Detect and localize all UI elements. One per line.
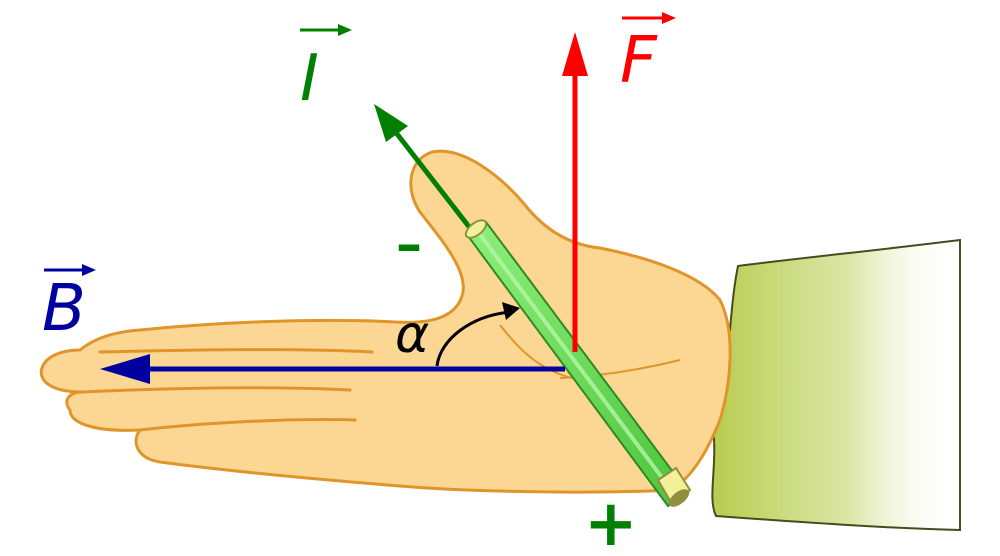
current-arrow-shaft xyxy=(392,128,472,230)
angle-arc xyxy=(435,310,511,367)
finger-line-1 xyxy=(98,348,374,354)
field-label: B xyxy=(42,264,96,346)
force-label-text: F xyxy=(620,24,658,98)
minus-sign: – xyxy=(396,215,422,275)
force-arrowhead xyxy=(562,32,588,76)
current-label-text: I xyxy=(300,42,319,116)
force-label: F xyxy=(620,12,676,98)
plus-sign: + xyxy=(584,487,638,556)
palm-and-thumb xyxy=(39,149,732,494)
hand xyxy=(39,149,732,494)
current-label: I xyxy=(300,24,352,116)
field-label-text: B xyxy=(42,272,86,346)
finger-line-2 xyxy=(80,386,352,394)
angle-arc-arrowhead xyxy=(502,302,520,320)
current-arrowhead xyxy=(374,104,408,142)
conductor-rod xyxy=(464,219,692,508)
finger-line-3 xyxy=(138,418,357,432)
angle-label: α xyxy=(395,305,429,365)
field-arrowhead xyxy=(100,354,150,384)
sleeve xyxy=(711,238,961,532)
